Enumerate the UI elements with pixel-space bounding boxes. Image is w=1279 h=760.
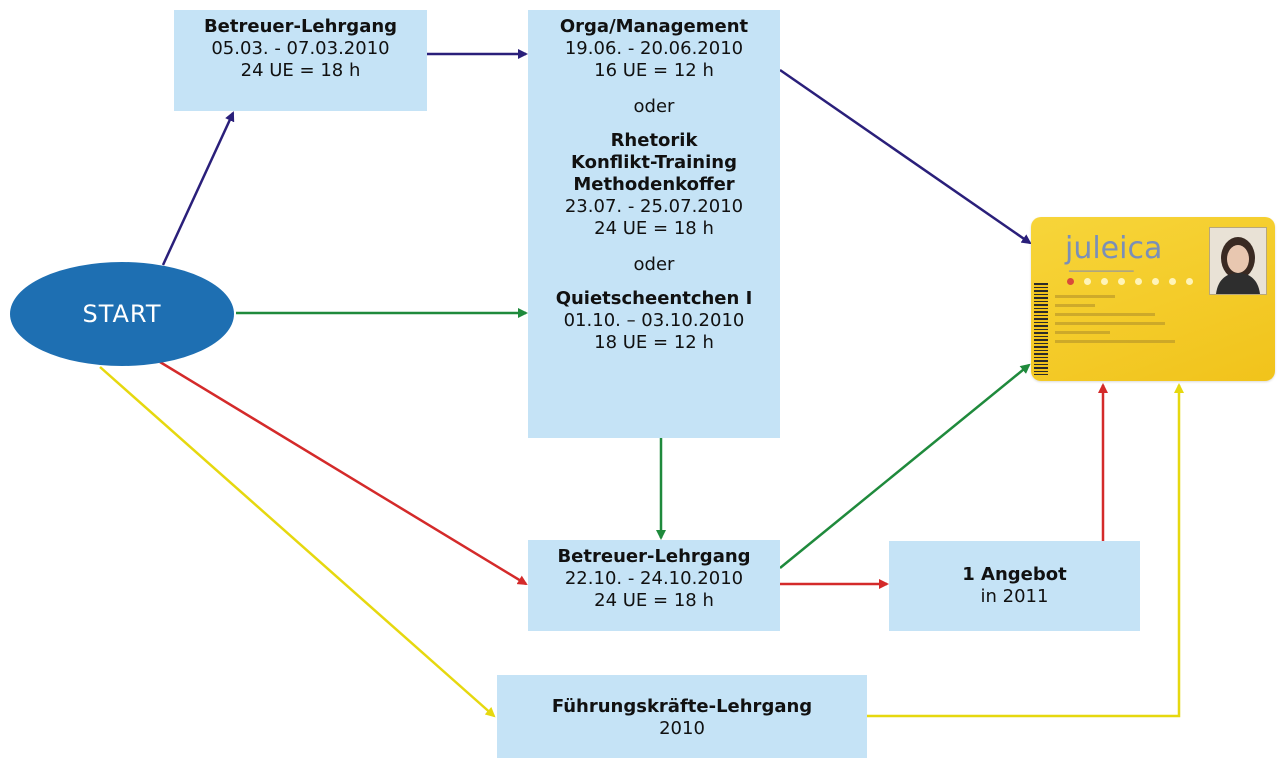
start-label: START [82, 300, 162, 328]
arrow-start-to-betreuer2 [159, 360, 528, 586]
fuehrungskraefte-box: Führungskräfte-Lehrgang 2010 [497, 675, 867, 758]
betreuer2-hours: 24 UE = 18 h [594, 590, 714, 611]
arrow-start-to-fuehrung [99, 366, 496, 718]
arrow-betreuer2-to-card [779, 363, 1031, 569]
card-holder-text-lines [1055, 295, 1205, 349]
start-node: START [10, 262, 234, 366]
betreuer-lehrgang-1-box: Betreuer-Lehrgang 05.03. - 07.03.2010 24… [174, 10, 427, 111]
angebot-title: 1 Angebot [962, 564, 1067, 585]
angebot-sub: in 2011 [980, 586, 1049, 607]
card-dot [1186, 278, 1193, 285]
oder-2: oder [633, 254, 675, 275]
card-dot [1101, 278, 1108, 285]
betreuer1-hours: 24 UE = 18 h [240, 60, 361, 81]
card-text-line [1055, 313, 1155, 316]
konflikt-title: Konflikt-Training [571, 152, 737, 173]
card-text-line [1055, 322, 1165, 325]
quiet-title: Quietscheentchen I [555, 288, 753, 309]
methoden-title: Methodenkoffer [573, 174, 735, 195]
card-dot [1169, 278, 1176, 285]
card-logo: juleica [1065, 231, 1163, 266]
card-dot [1135, 278, 1142, 285]
quiet-dates: 01.10. – 03.10.2010 [563, 310, 745, 331]
orga-hours: 16 UE = 12 h [594, 60, 714, 81]
card-dot-row [1067, 278, 1193, 285]
arrow-fuehrung-to-card [867, 383, 1184, 718]
orga-dates: 19.06. - 20.06.2010 [564, 38, 744, 59]
arrow-orga-to-card [779, 68, 1032, 245]
rhetorik-dates: 23.07. - 25.07.2010 [564, 196, 744, 217]
quiet-hours: 18 UE = 12 h [594, 332, 714, 353]
oder-1: oder [633, 96, 675, 117]
juleica-card-image: juleica ▁▁▁▁▁▁▁▁▁▁▁▁ [1031, 217, 1275, 381]
card-dot [1084, 278, 1091, 285]
rhetorik-title: Rhetorik [610, 130, 698, 151]
arrow-start-to-betreuer1 [161, 111, 235, 266]
card-text-line [1055, 340, 1175, 343]
angebot-box: 1 Angebot in 2011 [889, 541, 1140, 631]
card-logo-tagline-graphic: ▁▁▁▁▁▁▁▁▁▁▁▁ [1069, 264, 1134, 272]
card-text-line [1055, 331, 1110, 334]
fuehrung-sub: 2010 [659, 718, 705, 739]
card-dot [1118, 278, 1125, 285]
betreuer2-dates: 22.10. - 24.10.2010 [564, 568, 744, 589]
rhetorik-hours: 24 UE = 18 h [594, 218, 714, 239]
card-barcode [1034, 283, 1048, 375]
card-text-line [1055, 304, 1095, 307]
card-text-line [1055, 295, 1115, 298]
fuehrung-title: Führungskräfte-Lehrgang [551, 696, 813, 717]
betreuer1-dates: 05.03. - 07.03.2010 [211, 38, 390, 59]
betreuer2-title: Betreuer-Lehrgang [557, 546, 751, 567]
card-portrait-photo [1209, 227, 1267, 295]
card-dot [1067, 278, 1074, 285]
card-dot [1152, 278, 1159, 285]
orga-options-box: Orga/Management 19.06. - 20.06.2010 16 U… [528, 10, 780, 438]
orga-title: Orga/Management [559, 16, 749, 37]
betreuer-lehrgang-2-box: Betreuer-Lehrgang 22.10. - 24.10.2010 24… [528, 540, 780, 631]
betreuer1-title: Betreuer-Lehrgang [203, 16, 398, 37]
